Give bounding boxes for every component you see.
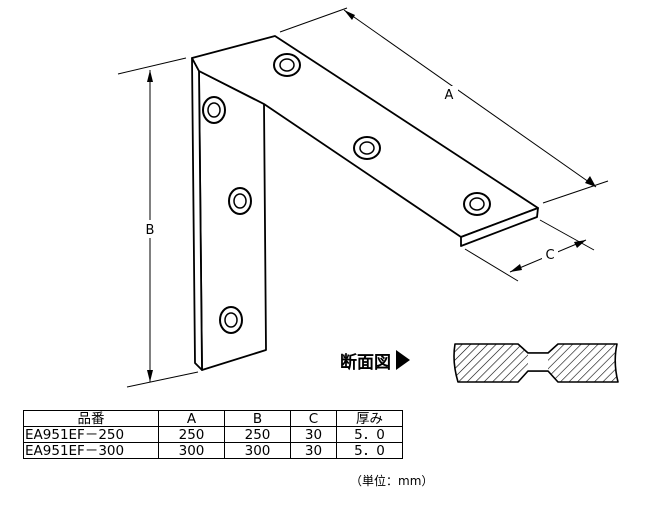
cell-thickness: 5．0 bbox=[336, 442, 403, 459]
hole-leg-1 bbox=[202, 96, 226, 124]
header-c: C bbox=[290, 410, 337, 427]
table-row: EA951EF－300 300 300 30 5．0 bbox=[23, 442, 403, 459]
cell-a: 300 bbox=[158, 442, 225, 459]
cell-thickness: 5．0 bbox=[336, 426, 403, 443]
dimension-label-c: C bbox=[545, 248, 554, 263]
section-arrow-icon bbox=[396, 350, 410, 370]
dimension-label-a: A bbox=[445, 88, 454, 103]
dimension-a: A bbox=[279, 7, 609, 204]
cell-b: 300 bbox=[224, 442, 291, 459]
section-view: 断面図 bbox=[340, 343, 619, 383]
table-header-row: 品番 A B C 厚み bbox=[23, 410, 403, 427]
hole-arm-1 bbox=[273, 53, 301, 77]
hole-leg-3 bbox=[219, 306, 243, 334]
table-row: EA951EF－250 250 250 30 5．0 bbox=[23, 426, 403, 443]
cell-a: 250 bbox=[158, 426, 225, 443]
cell-part-no: EA951EF－250 bbox=[23, 426, 159, 443]
dimension-b: B bbox=[117, 57, 199, 388]
hole-leg-2 bbox=[228, 187, 252, 215]
header-a: A bbox=[158, 410, 225, 427]
section-view-label: 断面図 bbox=[340, 352, 391, 373]
spec-table: 品番 A B C 厚み EA951EF－250 250 250 30 5．0 E… bbox=[23, 410, 403, 459]
cell-part-no: EA951EF－300 bbox=[23, 442, 159, 459]
cell-b: 250 bbox=[224, 426, 291, 443]
mounting-holes bbox=[202, 53, 491, 334]
header-part-no: 品番 bbox=[23, 410, 159, 427]
section-hole-gap bbox=[528, 353, 548, 371]
hole-arm-3 bbox=[463, 192, 491, 216]
dimension-c: C bbox=[464, 219, 595, 282]
cell-c: 30 bbox=[290, 442, 337, 459]
header-b: B bbox=[224, 410, 291, 427]
unit-note: （単位：mm） bbox=[350, 474, 434, 488]
cell-c: 30 bbox=[290, 426, 337, 443]
header-thickness: 厚み bbox=[336, 410, 403, 427]
horizontal-arm-edge bbox=[460, 207, 539, 247]
bend-line bbox=[198, 70, 265, 105]
dimension-label-b: B bbox=[146, 223, 155, 238]
hole-arm-2 bbox=[353, 136, 381, 160]
